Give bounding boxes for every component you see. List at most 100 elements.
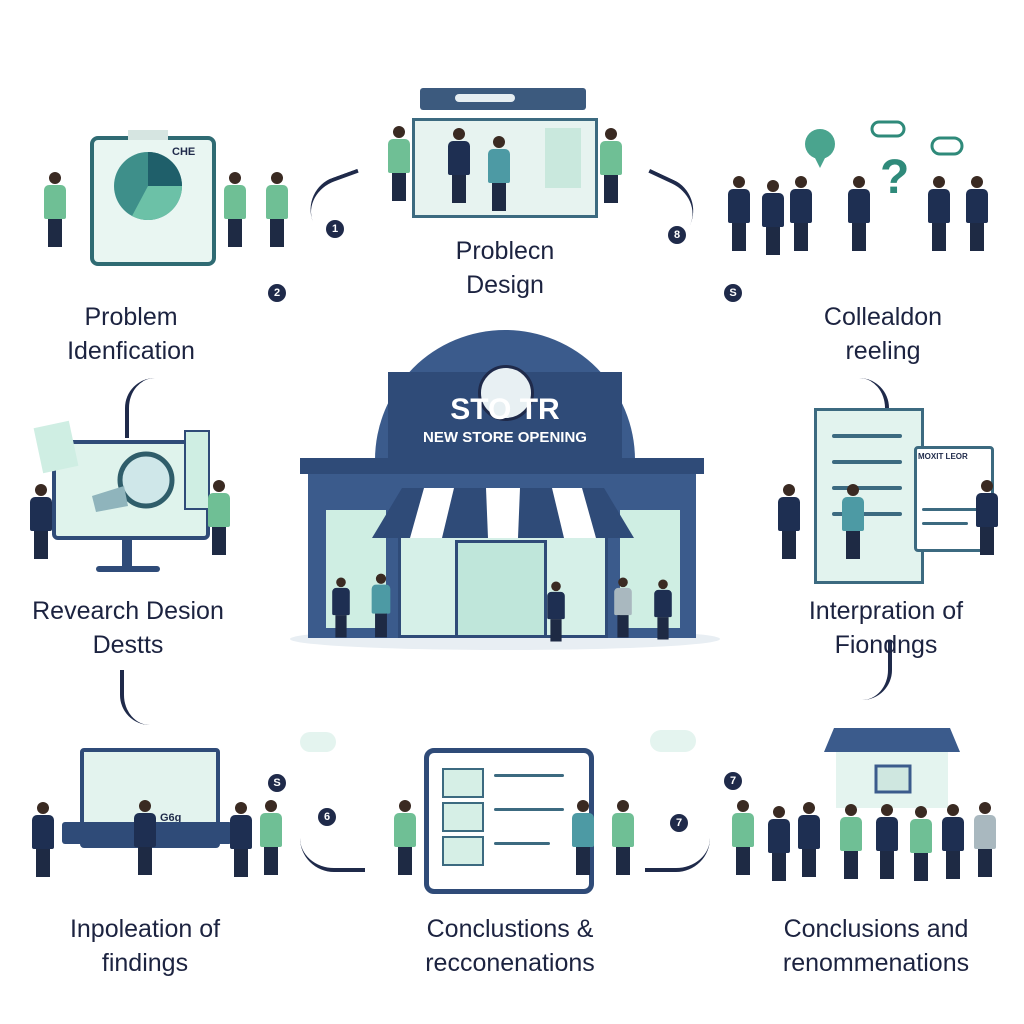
person-figure: [388, 126, 410, 201]
shopper-figure-2: [371, 573, 391, 638]
store-sign-subtitle: NEW STORE OPENING: [423, 429, 587, 446]
shopper-figure-1: [332, 577, 350, 638]
cabinet-shelf: [832, 460, 902, 464]
question-mark-icon: ?: [880, 151, 910, 204]
tablet-line: [494, 774, 564, 777]
person-figure: [778, 484, 800, 559]
person-figure: [790, 176, 812, 251]
person-figure: [974, 802, 996, 877]
cabinet-shelf: [832, 486, 902, 490]
speech-bubble-icon: [870, 120, 906, 138]
report-line: [922, 508, 978, 511]
board-clip: [128, 130, 168, 140]
tablet-tile: [442, 836, 484, 866]
person-figure: [44, 172, 66, 247]
shopper-figure-3: [547, 581, 565, 642]
heart-speech-icon: [805, 129, 835, 168]
person-figure: [840, 804, 862, 879]
person-figure: [134, 800, 156, 875]
person-figure: [928, 176, 950, 251]
stage-label: Conclustions &recconenations: [425, 915, 595, 977]
cloud-shape: [650, 730, 696, 752]
house-icon: [824, 728, 960, 808]
tablet-line: [494, 842, 550, 845]
person-figure: [910, 806, 932, 881]
person-figure: [600, 128, 622, 203]
store-logo-circle: [478, 365, 534, 421]
shop-sign-dot: [455, 94, 515, 102]
step-badge-s-left: S: [268, 774, 286, 792]
person-figure: [732, 800, 754, 875]
connector-arc-8: [645, 838, 710, 872]
cabinet-shelf: [832, 434, 902, 438]
cloud-shape: [300, 732, 336, 752]
step-badge-8: 8: [668, 226, 686, 244]
person-figure: [488, 136, 510, 211]
person-figure: [762, 180, 784, 255]
connector-arc-4: [855, 378, 889, 408]
step-badge-2: 2: [268, 284, 286, 302]
monitor-stand: [122, 536, 132, 566]
person-figure: [572, 800, 594, 875]
person-figure: [260, 800, 282, 875]
person-figure: [768, 806, 790, 881]
person-figure: [612, 800, 634, 875]
person-figure: [448, 128, 470, 203]
store-sign-title: STO TR: [450, 393, 560, 426]
connector-arc-7: [300, 838, 365, 872]
connector-arc-1: [300, 168, 370, 222]
shopper-figure-5: [654, 579, 672, 640]
person-figure: [224, 172, 246, 247]
person-figure: [32, 802, 54, 877]
person-figure: [230, 802, 252, 877]
person-figure: [30, 484, 52, 559]
step-badge-6: 6: [318, 808, 336, 826]
tablet-line: [494, 808, 564, 811]
paper-sheet: [33, 420, 79, 474]
step-badge-s-top: S: [724, 284, 742, 302]
step-badge-7b: 7: [724, 772, 742, 790]
person-figure: [208, 480, 230, 555]
person-figure: [728, 176, 750, 251]
monitor-base: [96, 566, 160, 572]
connector-arc-5: [120, 670, 154, 725]
person-figure: [848, 176, 870, 251]
tablet-tile: [442, 802, 484, 832]
person-figure: [876, 804, 898, 879]
chat-bubble-icon: [930, 136, 964, 156]
screen-tag: G6g: [160, 812, 182, 824]
connector-arc-6: [858, 640, 892, 700]
report-tag: MOXIT LEOR: [918, 452, 968, 461]
person-figure: [266, 172, 288, 247]
person-figure: [394, 800, 416, 875]
store-roofline: [300, 458, 704, 474]
person-figure: [966, 176, 988, 251]
step-badge-1: 1: [326, 220, 344, 238]
tablet-device: [424, 748, 594, 894]
shopper-figure-4: [614, 577, 632, 638]
pie-chart-icon: [114, 152, 182, 220]
person-figure: [842, 484, 864, 559]
magnifier-icon: [92, 451, 175, 512]
connector-arc-3: [125, 378, 159, 438]
person-figure: [942, 804, 964, 879]
report-line: [922, 522, 968, 525]
cabinet-shelf: [832, 512, 902, 516]
connector-arc-2: [635, 168, 705, 226]
board-tag: CHE: [172, 146, 196, 158]
tablet-tile: [442, 768, 484, 798]
step-badge-7a: 7: [670, 814, 688, 832]
person-figure: [798, 802, 820, 877]
side-panel: [184, 430, 210, 510]
store-awning: [372, 488, 634, 538]
store-door: [455, 540, 547, 638]
shopfront-window: [545, 128, 581, 188]
person-figure: [976, 480, 998, 555]
